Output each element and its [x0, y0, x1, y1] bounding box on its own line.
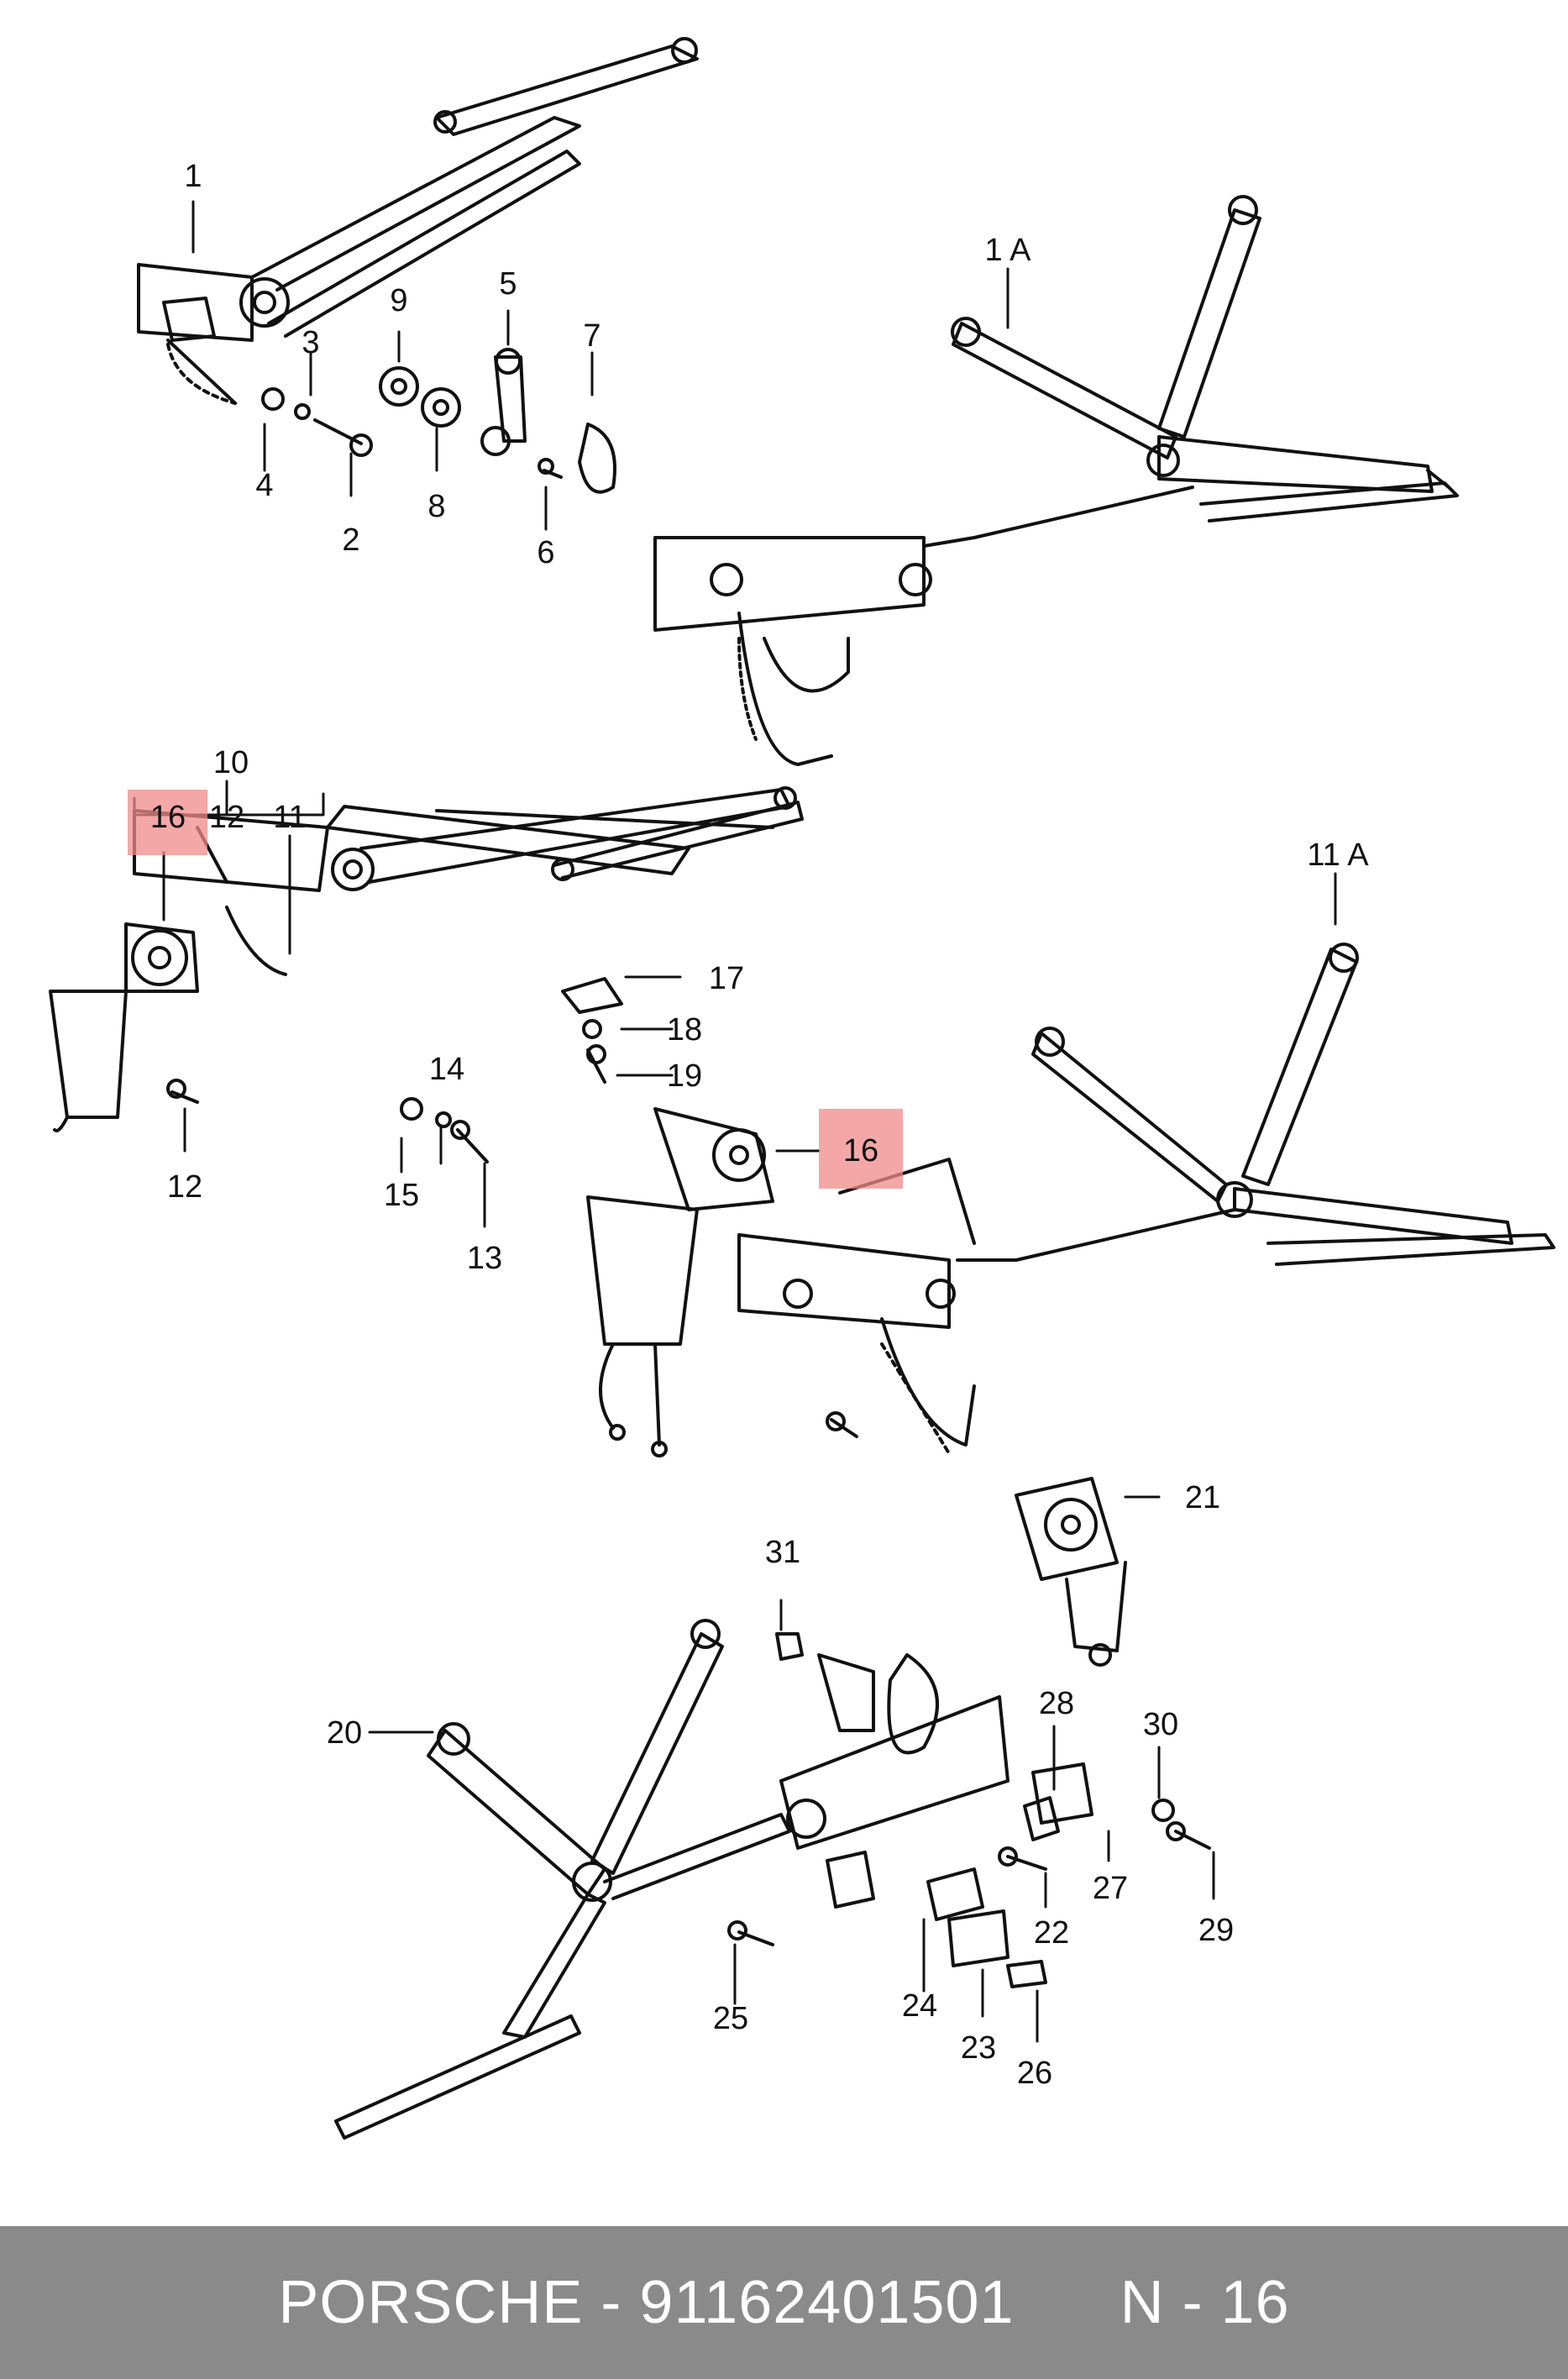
callout-16-right: 16 [843, 1133, 878, 1168]
callout-6: 6 [537, 535, 554, 570]
callout-23: 23 [961, 2030, 996, 2066]
callout-22: 22 [1034, 1915, 1069, 1951]
callout-5: 5 [499, 266, 517, 302]
callout-12: 12 [167, 1169, 202, 1205]
callout-4: 4 [255, 468, 273, 503]
callout-2: 2 [342, 523, 359, 558]
leader-lines [133, 200, 1337, 2043]
footer-caption: PORSCHE - 91162401501 N - 16 [278, 2268, 1289, 2337]
motor-16-left [49, 922, 199, 1132]
callout-16-left: 16 [150, 800, 186, 835]
footer-part-number: 91162401501 [639, 2269, 1015, 2336]
callout-28: 28 [1039, 1686, 1074, 1721]
callout-17: 17 [709, 961, 744, 996]
small-parts-12-15-17-19 [166, 977, 623, 1163]
highlight-box-16-right [819, 1109, 903, 1189]
callout-26: 26 [1017, 2056, 1052, 2091]
small-parts-22-31 [727, 1632, 1211, 1988]
callout-31: 31 [765, 1535, 800, 1570]
callout-9: 9 [390, 283, 407, 318]
footer-page-ref: N - 16 [1120, 2269, 1290, 2336]
parts-diagram: 1 1 A 2 3 4 5 6 7 8 9 10 11 11 A 12 12 1… [49, 37, 1555, 2140]
regulator-assembly-1 [137, 37, 699, 405]
callout-24: 24 [902, 1988, 937, 2024]
callout-8: 8 [427, 489, 445, 524]
callout-19: 19 [667, 1058, 702, 1094]
regulator-assembly-bottom [334, 1619, 1009, 2140]
callout-30: 30 [1143, 1707, 1178, 1742]
callout-14: 14 [429, 1052, 464, 1087]
callout-25: 25 [713, 2001, 748, 2036]
footer-brand: PORSCHE [278, 2269, 584, 2336]
small-parts-2-9 [261, 348, 616, 494]
callout-20: 20 [327, 1715, 362, 1751]
callout-13: 13 [467, 1241, 502, 1276]
motor-16-right [586, 1107, 858, 1457]
callout-27: 27 [1093, 1871, 1128, 1906]
callout-15: 15 [384, 1178, 419, 1213]
regulator-assembly-1a [653, 195, 1459, 766]
callout-11: 11 [273, 800, 306, 835]
callout-10: 10 [213, 745, 249, 780]
callout-29: 29 [1198, 1913, 1234, 1948]
callout-3: 3 [302, 325, 319, 360]
callout-18: 18 [667, 1012, 702, 1048]
motor-21 [1015, 1477, 1127, 1667]
callout-12-top: 12 [209, 800, 244, 835]
regulator-assembly-10 [133, 786, 804, 976]
regulator-assembly-11a [737, 943, 1555, 1455]
callout-21: 21 [1185, 1480, 1220, 1515]
callout-11a: 11 A [1307, 838, 1369, 873]
callout-1: 1 [184, 159, 202, 194]
callout-7: 7 [583, 318, 600, 354]
callout-1a: 1 A [985, 233, 1032, 268]
footer-separator: - [600, 2269, 622, 2336]
footer-bar: PORSCHE - 91162401501 N - 16 [0, 2226, 1568, 2379]
highlight-box-16-left [128, 790, 207, 855]
